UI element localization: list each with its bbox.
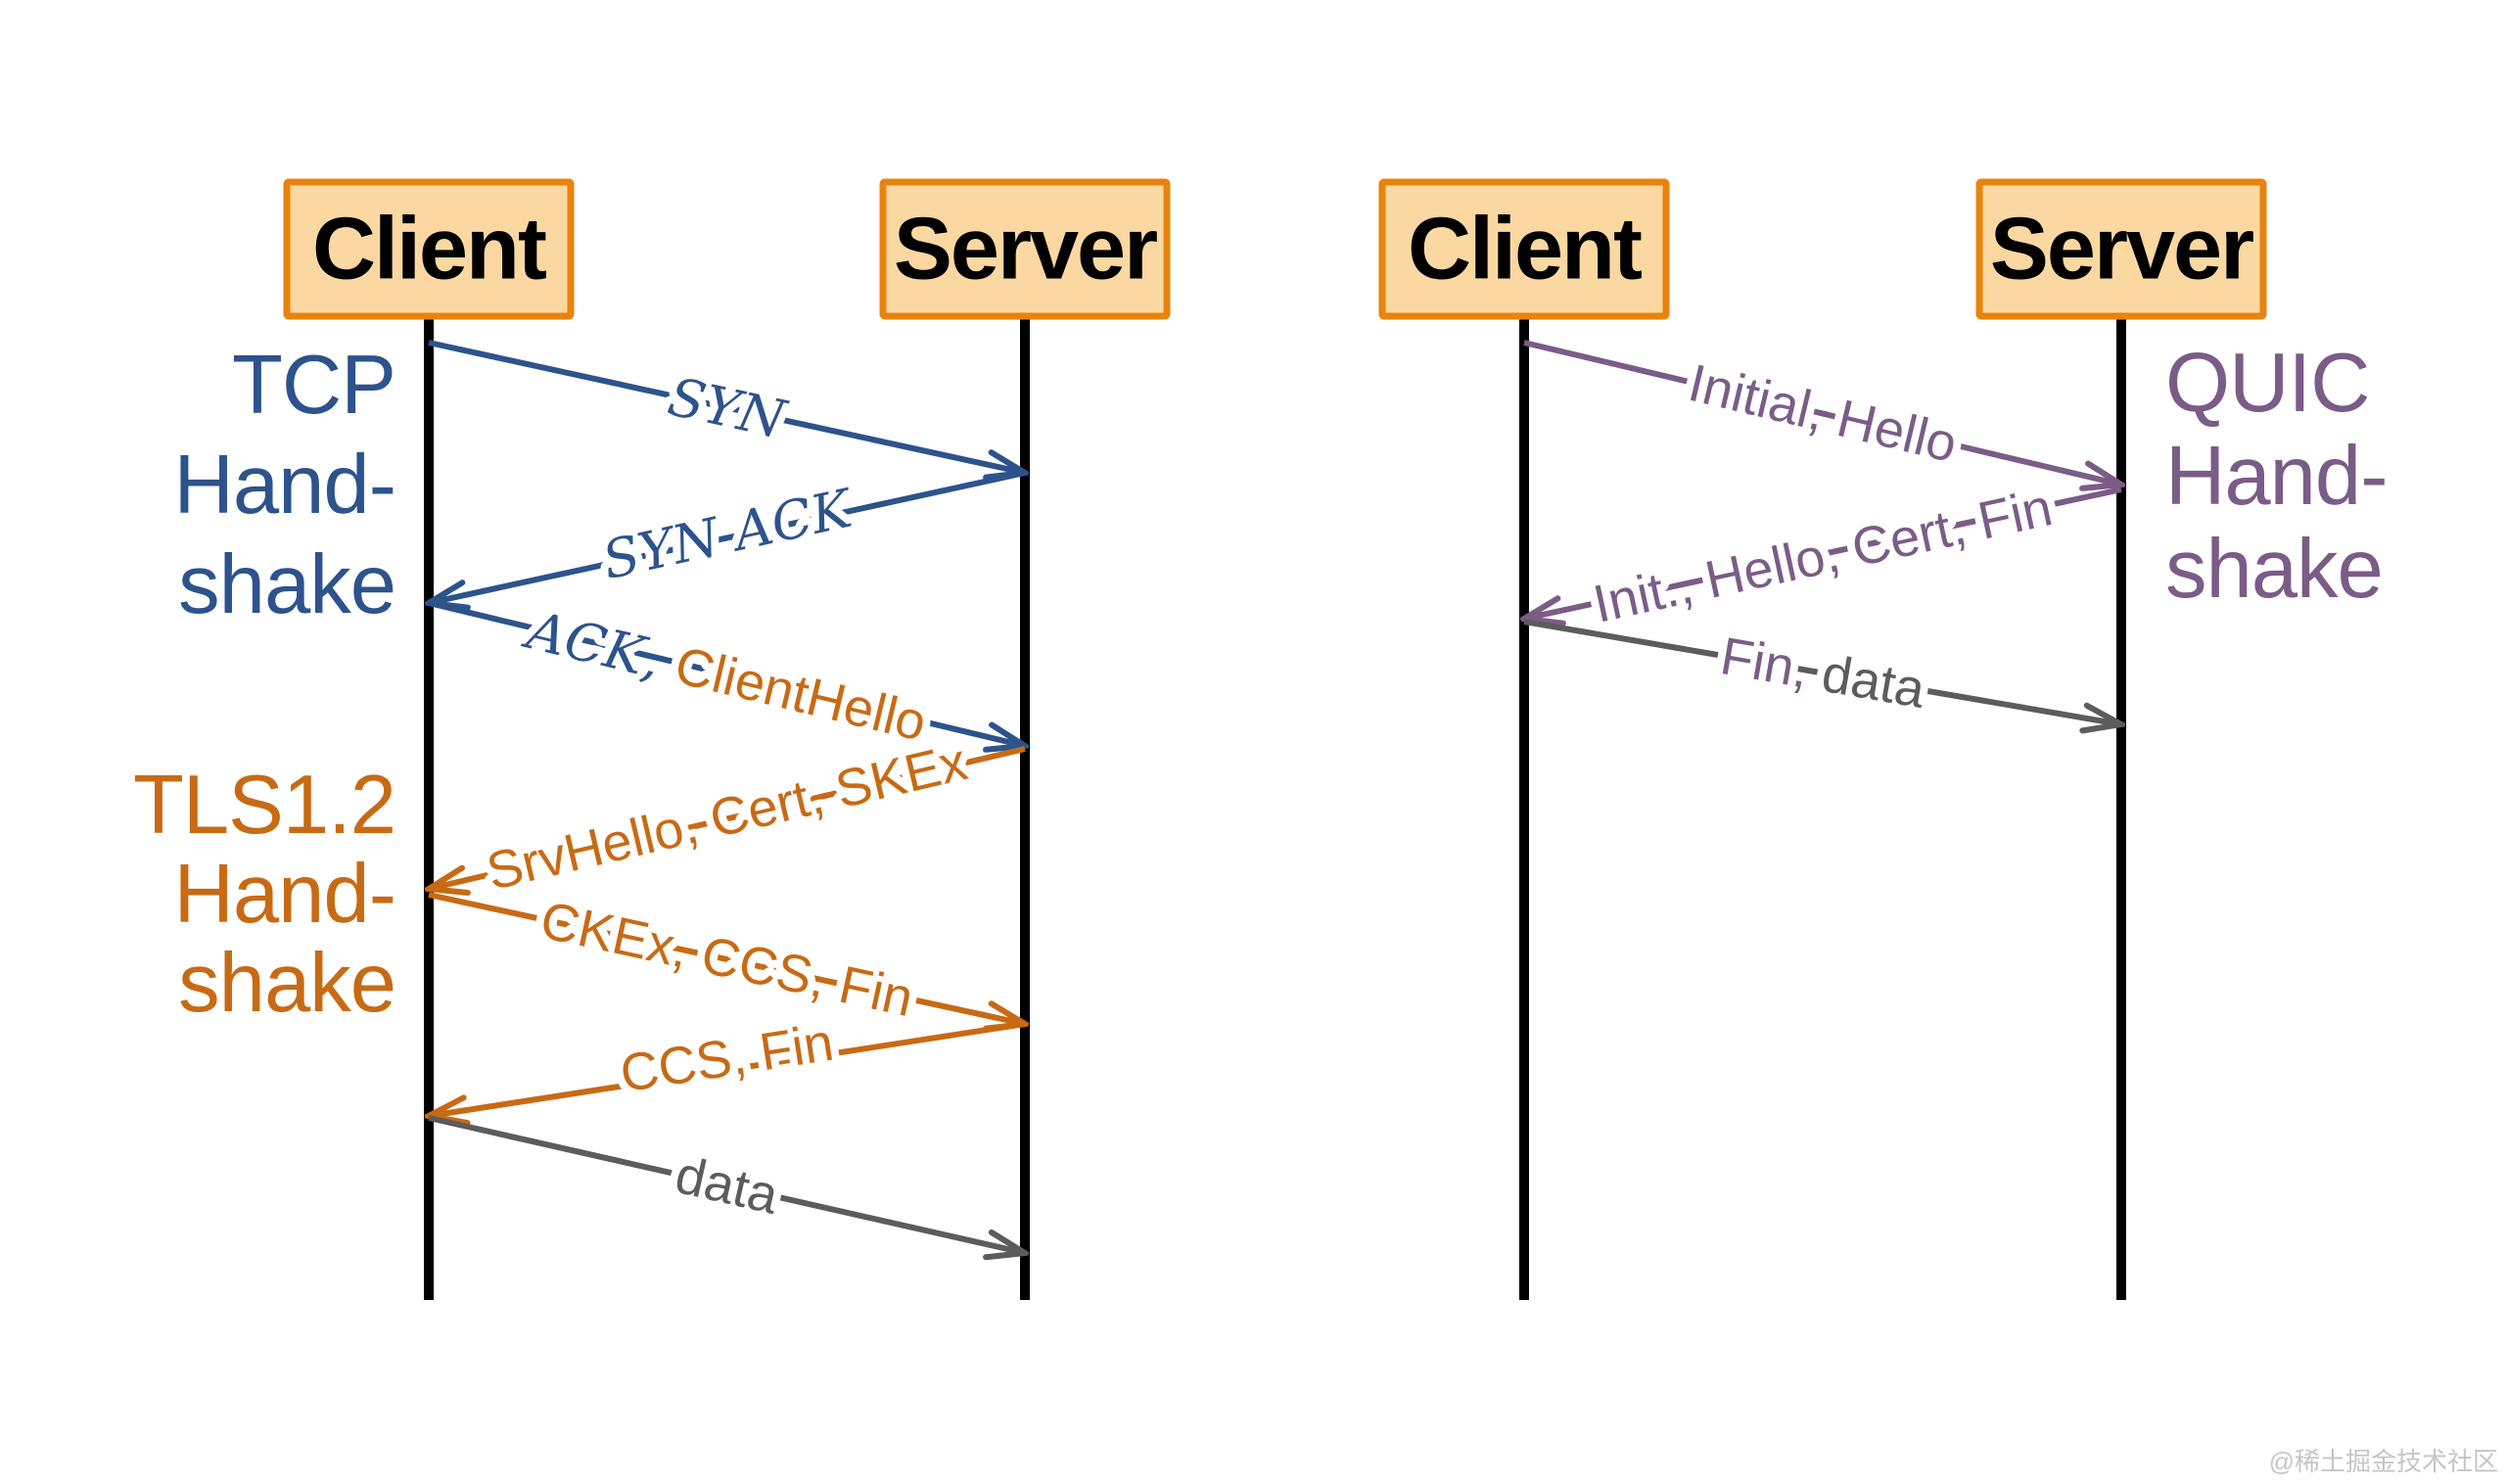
actor-box-left-client xyxy=(283,178,575,320)
message-line-ack-clienthello xyxy=(428,600,1025,746)
message-line-syn-ack xyxy=(429,470,1026,603)
message-label-ckex-ccs-fin: CKEx, CCS, Fin xyxy=(535,891,918,1028)
message-label-fin-data: Fin, data xyxy=(1716,626,1929,719)
message-line-initial-hello xyxy=(1523,340,2121,485)
message-label-syn: SYN xyxy=(663,365,792,450)
message-label-initial-hello: Initial, Hello xyxy=(1683,353,1962,474)
actor-label-right-server: Server xyxy=(1990,201,2253,299)
message-line-syn xyxy=(428,340,1025,473)
message-label-ack-clienthello: ACK, ClientHello xyxy=(517,598,932,755)
message-label-ccs-fin: CCS, Fin xyxy=(617,1013,838,1104)
actor-label-left-client: Client xyxy=(312,201,546,299)
message-line-ccs-fin xyxy=(429,1021,1026,1116)
actor-label-right-client: Client xyxy=(1408,201,1642,299)
message-line-ckex-ccs-fin xyxy=(428,892,1025,1024)
watermark: @稀土掘金技术社区 xyxy=(2268,1447,2498,1476)
message-label-data-left: data xyxy=(671,1145,785,1226)
message-line-init-hello-cert-fin xyxy=(1524,487,2122,619)
message-line-data-left xyxy=(428,1115,1025,1253)
actor-box-right-client xyxy=(1378,178,1670,320)
message-line-srvhello-cert-skex xyxy=(429,746,1026,889)
message-label-syn-ack: SYN ACK xyxy=(597,477,859,591)
actor-box-right-server xyxy=(1975,178,2267,320)
actor-box-left-server xyxy=(879,178,1171,320)
actor-label-left-server: Server xyxy=(894,201,1157,299)
message-label-init-hello-cert-fin: Init., Hello, Cert, Fin xyxy=(1588,478,2057,633)
message-label-srvhello-cert-skex: SrvHello, Cert, SKEx xyxy=(482,732,973,902)
message-line-fin-data xyxy=(1523,619,2121,724)
